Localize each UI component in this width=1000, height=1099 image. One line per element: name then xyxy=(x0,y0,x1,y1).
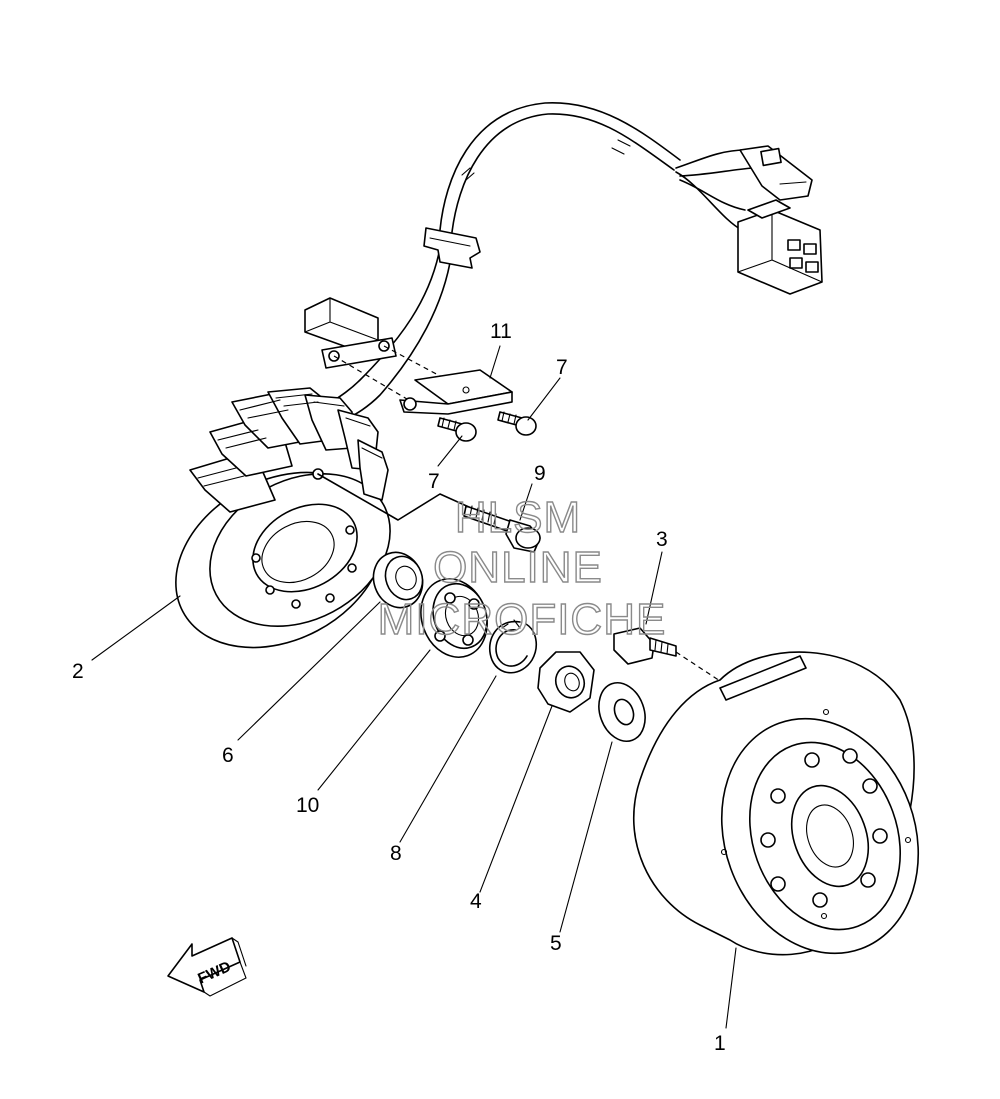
watermark-line-1: HLSM xyxy=(455,493,581,542)
callout-9: 9 xyxy=(534,462,546,485)
callouts: 1 2 3 4 5 6 7 7 8 9 10 11 xyxy=(72,320,726,1055)
circlip-part-8 xyxy=(488,619,538,674)
callout-7a: 7 xyxy=(556,356,568,379)
callout-10: 10 xyxy=(296,794,319,817)
callout-11: 11 xyxy=(490,320,512,343)
clutch-part-10 xyxy=(420,578,488,658)
rotor-part-1 xyxy=(632,651,920,956)
watermark-line-2: ONLINE xyxy=(433,543,603,592)
callout-4: 4 xyxy=(470,890,482,913)
leader-lines xyxy=(91,345,737,1029)
bearing-part-6 xyxy=(372,551,424,609)
callout-7b: 7 xyxy=(428,470,440,493)
fwd-arrow-icon: FWD xyxy=(167,937,247,997)
stator-assembly xyxy=(175,387,391,649)
nut-part-4 xyxy=(537,651,595,713)
callout-5: 5 xyxy=(550,932,562,955)
callout-6: 6 xyxy=(222,744,234,767)
callout-8: 8 xyxy=(390,842,402,865)
screw-part-7a xyxy=(437,417,477,442)
pickup-coil xyxy=(304,297,471,403)
callout-2: 2 xyxy=(72,660,84,683)
bolt-part-9 xyxy=(463,505,541,553)
plate-part-11 xyxy=(399,369,513,415)
washer-part-5 xyxy=(598,682,646,742)
wiring-harness xyxy=(319,102,823,421)
watermark-line-3: MICROFICHE xyxy=(378,595,667,644)
callout-3: 3 xyxy=(656,528,668,551)
screw-part-7b xyxy=(497,411,537,436)
watermark: HLSM ONLINE MICROFICHE xyxy=(377,492,667,644)
callout-1: 1 xyxy=(714,1032,726,1055)
